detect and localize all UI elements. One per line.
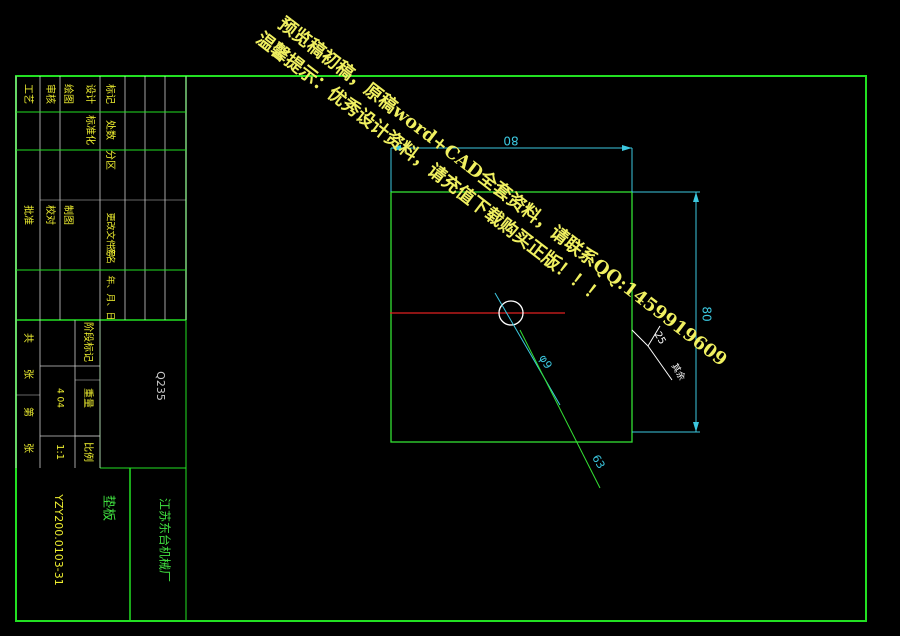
sheet-index-label: 第 bbox=[22, 407, 35, 417]
dimension-arrow bbox=[391, 145, 401, 151]
part-outline bbox=[390, 191, 633, 443]
scale-value: 1:1 bbox=[54, 444, 65, 460]
role-design-label: 设计 bbox=[84, 84, 97, 104]
sheets-total-label: 共 bbox=[22, 333, 34, 343]
material-value: Q235 bbox=[154, 371, 167, 401]
hole-dimension-label: φ9 bbox=[536, 352, 554, 371]
dimension-height-label: 80 bbox=[700, 306, 714, 321]
revision-mark-label: 标记 bbox=[104, 84, 116, 104]
part-name-value: 垫板 bbox=[101, 495, 117, 521]
weight-label: 重量 bbox=[82, 388, 95, 408]
dimension-arrow bbox=[693, 422, 699, 432]
angle-leader-line bbox=[519, 329, 601, 489]
dimension-arrow bbox=[693, 192, 699, 202]
revision-sign-label: 签名 bbox=[105, 246, 117, 264]
role-draw-label: 绘图 bbox=[62, 84, 75, 104]
sheets-unit-a-label: 张 bbox=[22, 369, 34, 379]
revision-docno-label: 更改文件号 bbox=[105, 212, 117, 257]
role-proof-label: 校对 bbox=[44, 205, 57, 225]
revision-zone-label: 分区 bbox=[104, 150, 116, 170]
role-approve-label: 批准 bbox=[22, 205, 35, 225]
role-check-label: 审核 bbox=[44, 84, 57, 104]
dimension-arrow bbox=[622, 145, 632, 151]
quantity-value: 4 04 bbox=[55, 388, 65, 408]
angle-dimension-label: 63 bbox=[589, 452, 607, 471]
hole-leader-line bbox=[494, 292, 561, 406]
hole-circle bbox=[498, 300, 524, 326]
role-process-label: 工艺 bbox=[22, 84, 34, 104]
stage-mark-label: 阶段标记 bbox=[82, 322, 95, 362]
role-draw2-label: 制图 bbox=[62, 205, 75, 225]
roughness-leader bbox=[647, 345, 673, 381]
sheets-unit-b-label: 张 bbox=[22, 443, 34, 453]
revision-count-label: 处数 bbox=[104, 120, 117, 140]
revision-date-label: 年、月、日 bbox=[105, 275, 117, 320]
dimension-width-label: 80 bbox=[503, 134, 518, 148]
drawing-number-value: YZY200.0103-31 bbox=[52, 493, 65, 585]
scale-label: 比例 bbox=[82, 442, 95, 462]
role-standard-label: 标准化 bbox=[84, 115, 97, 145]
company-name-value: 江苏东台机械厂 bbox=[158, 498, 173, 582]
